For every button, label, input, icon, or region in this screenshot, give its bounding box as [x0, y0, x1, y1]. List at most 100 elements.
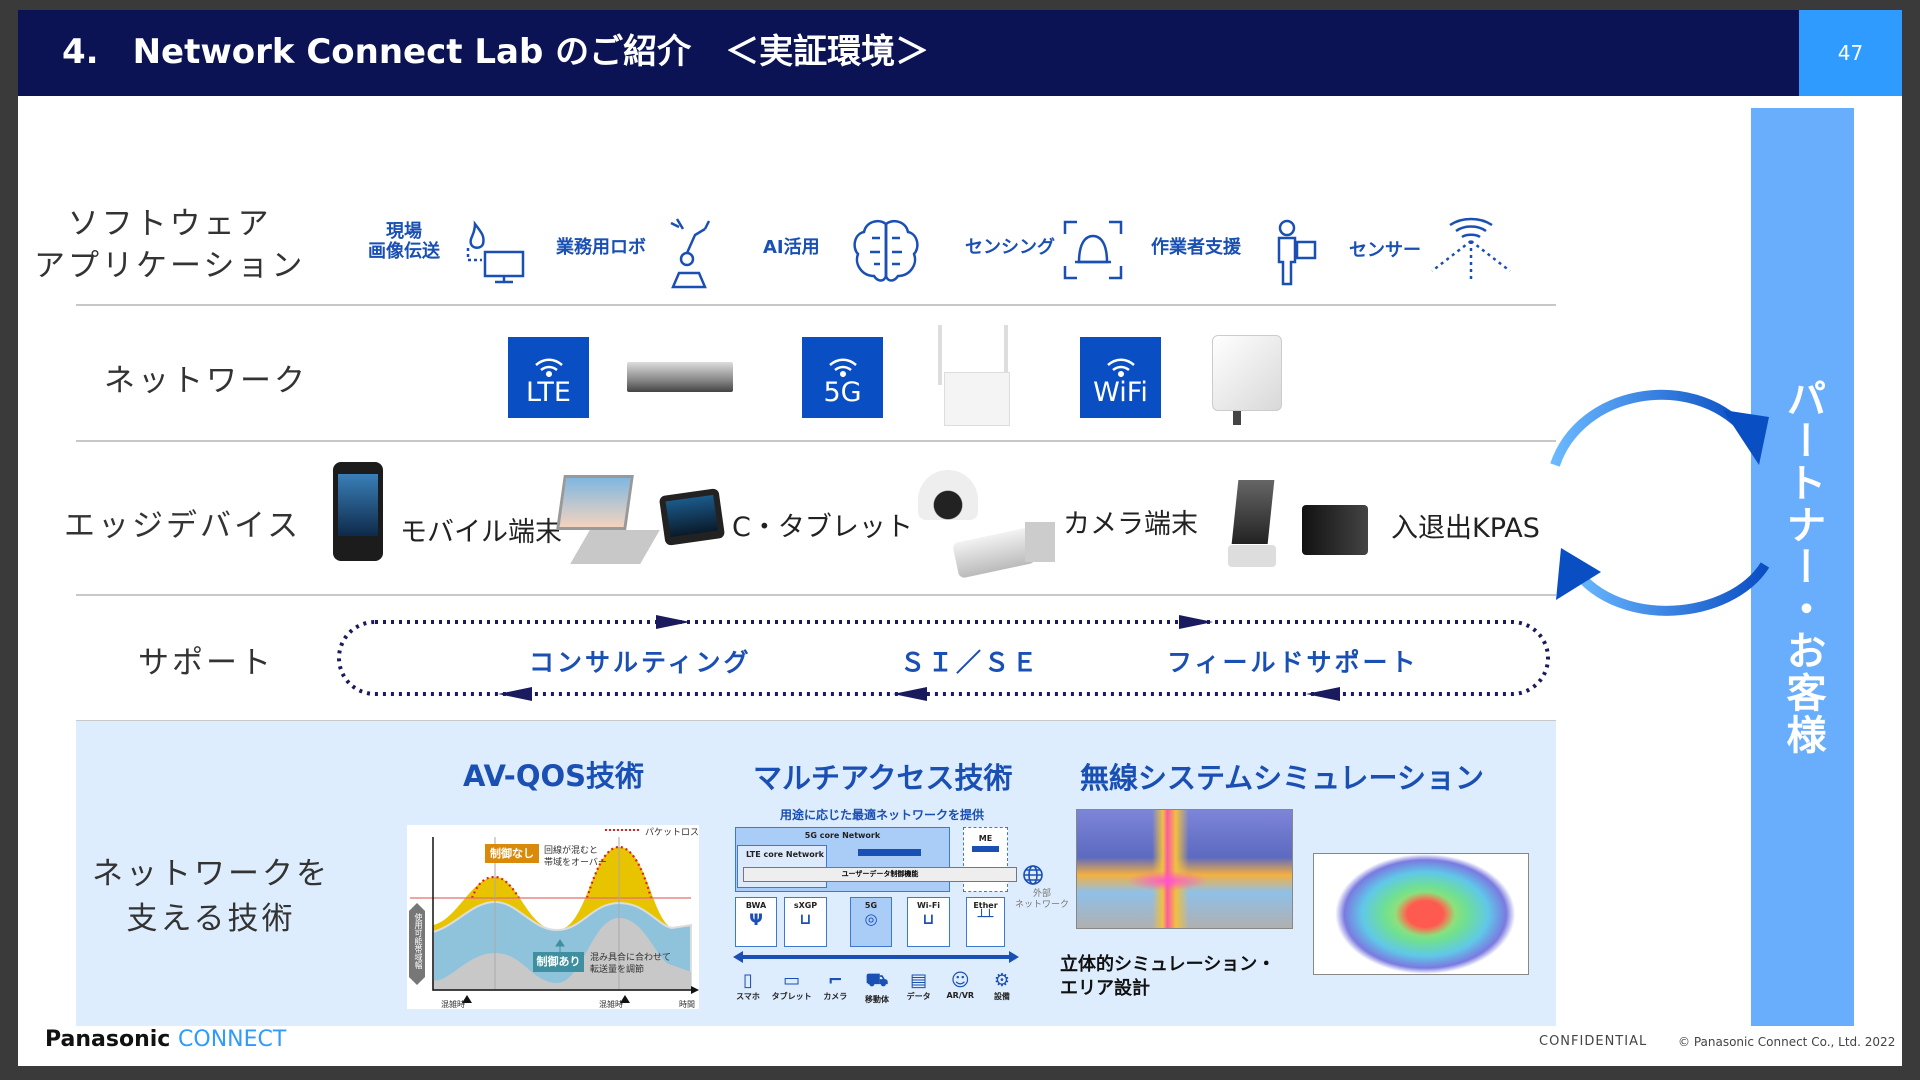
core-5g-label: 5G core Network — [804, 831, 881, 840]
user-plane-bar: ユーザーデータ制御機能 — [743, 867, 1017, 882]
network-lte: LTE — [508, 337, 589, 418]
page-title: 4. Network Connect Lab のご紹介 ＜実証環境＞ — [62, 32, 930, 72]
access-point-connector — [1233, 411, 1241, 425]
kpas-stand — [1228, 545, 1276, 567]
station-label: Wi-Fi — [916, 901, 941, 910]
peak-label: 混雑時 — [599, 1000, 623, 1009]
robot-arm-icon — [670, 218, 711, 289]
dome-camera-image — [918, 470, 978, 520]
device-label: 設備 — [993, 992, 1010, 1001]
screen — [338, 474, 378, 536]
multiaccess-diagram: 用途に応じた最適ネットワークを提供 5G core Network LTE co… — [725, 800, 1069, 1015]
arrow-head-icon — [1556, 548, 1601, 600]
globe-icon — [1023, 865, 1043, 885]
row-label-edge: エッジデバイス — [64, 508, 302, 544]
mobile-device-image — [333, 462, 383, 561]
robot-arm-icon: ⚙ — [993, 970, 1010, 991]
network-wifi: WiFi — [1080, 337, 1161, 418]
simulation-map-2 — [1313, 853, 1529, 975]
ethernet-icon: ┴┴ — [977, 910, 994, 925]
x-axis-label: 時間 — [679, 1000, 695, 1009]
partner-label: パートナー・お客様 — [1779, 378, 1826, 756]
label-line: ネットワーク — [1015, 900, 1070, 910]
smartphone-icon: ▯ — [743, 970, 753, 991]
row-label-tech: ネットワークを支える技術 — [92, 852, 330, 942]
caption-line: 立体的シミュレーション・ — [1060, 954, 1276, 975]
arrow-arc-top — [1550, 389, 1749, 467]
qos-diagram: パケットロス 制御なし 回線が混むと帯域をオーバー 制御あり 混み具合に合わせて… — [407, 825, 699, 1009]
station-label: BWA — [745, 901, 767, 910]
software-item-label: 業務用ロボ — [556, 237, 646, 258]
arrow-right-icon — [656, 615, 690, 629]
tablet-icon: ▭ — [783, 970, 801, 991]
label-line: ネットワークを — [92, 856, 330, 892]
station-label: Ether — [973, 901, 998, 910]
label-line: 画像伝送 — [368, 241, 440, 262]
station-label: sXGP — [793, 901, 818, 910]
software-item-label: センシング — [965, 237, 1055, 258]
multiaccess-title: 用途に応じた最適ネットワークを提供 — [780, 808, 985, 822]
edge-item-label: 入退出KPAS — [1391, 513, 1540, 544]
support-loop — [337, 615, 1550, 701]
note-line: 回線が混むと — [544, 846, 599, 856]
device-label: AR/VR — [946, 991, 975, 1000]
section-title-multiaccess: マルチアクセス技術 — [753, 761, 1013, 795]
axes — [432, 837, 694, 991]
core-server-icon — [858, 849, 921, 856]
no-control-note: 回線が混むと帯域をオーバー — [544, 845, 607, 869]
arrow-head-icon — [1723, 410, 1769, 465]
laptop-image — [556, 475, 634, 530]
sensing-icon — [1063, 220, 1123, 280]
image-transfer-icon — [466, 220, 525, 284]
server-image — [627, 362, 733, 392]
router-icon: ⊔ — [799, 910, 812, 928]
access-point-image — [1212, 335, 1282, 411]
router-icon: ⊔ — [922, 910, 935, 928]
divider — [76, 304, 1556, 306]
divider — [76, 440, 1556, 442]
page-number: 47 — [1799, 10, 1902, 96]
support-item: フィールドサポート — [1167, 648, 1419, 677]
label-line: 現場 — [386, 221, 422, 242]
label-line: アプリケーション — [34, 248, 306, 284]
caption-line: エリア設計 — [1060, 978, 1150, 999]
cycle-arrows-icon — [1550, 389, 1770, 616]
partner-bar: パートナー・お客様 — [1751, 108, 1854, 1026]
copyright: © Panasonic Connect Co., Ltd. 2022 — [1678, 1035, 1896, 1049]
logo-main: Panasonic — [45, 1027, 171, 1052]
station-sxgp: sXGP⊔ — [784, 897, 827, 947]
tower-icon: ◎ — [864, 910, 878, 928]
device-item: ⌐カメラ — [817, 970, 853, 1005]
legend-label: パケットロス — [645, 828, 700, 838]
packet-loss-line — [470, 845, 653, 899]
header-bar — [18, 10, 1799, 96]
wifi-icon — [1106, 358, 1135, 377]
software-item-label: 現場画像伝送 — [368, 222, 440, 262]
wifi-icon — [828, 358, 857, 377]
me-server-icon — [972, 846, 999, 852]
base-area — [433, 918, 691, 990]
no-control-badge: 制御なし — [485, 844, 539, 863]
external-network-label: 外部ネットワーク — [1015, 889, 1069, 911]
antenna-icon: Ψ — [749, 910, 763, 929]
device-item: ⛟移動体 — [859, 970, 895, 1005]
bandwidth-marker — [409, 903, 425, 985]
label-line: 外部 — [1033, 889, 1052, 899]
arrow-left-icon — [893, 687, 927, 701]
note-line: 混み具合に合わせて — [590, 953, 672, 963]
brain-icon — [853, 220, 919, 282]
station-ether: Ether┴┴ — [966, 897, 1005, 947]
camera-mount — [1025, 522, 1055, 562]
device-label: データ — [906, 992, 931, 1001]
device-item: ▯スマホ — [730, 970, 766, 1005]
section-title-avqos: AV-QOS技術 — [463, 759, 645, 793]
screen — [665, 494, 719, 538]
qos-graph — [409, 829, 699, 1003]
simulation-map-1 — [1076, 809, 1293, 929]
kpas-reader-image — [1302, 505, 1368, 555]
kpas-terminal-image — [1231, 480, 1275, 544]
device-label: タブレット — [771, 992, 812, 1001]
label-line: ソフトウェア — [67, 206, 272, 242]
software-item-label: AI活用 — [763, 237, 820, 258]
